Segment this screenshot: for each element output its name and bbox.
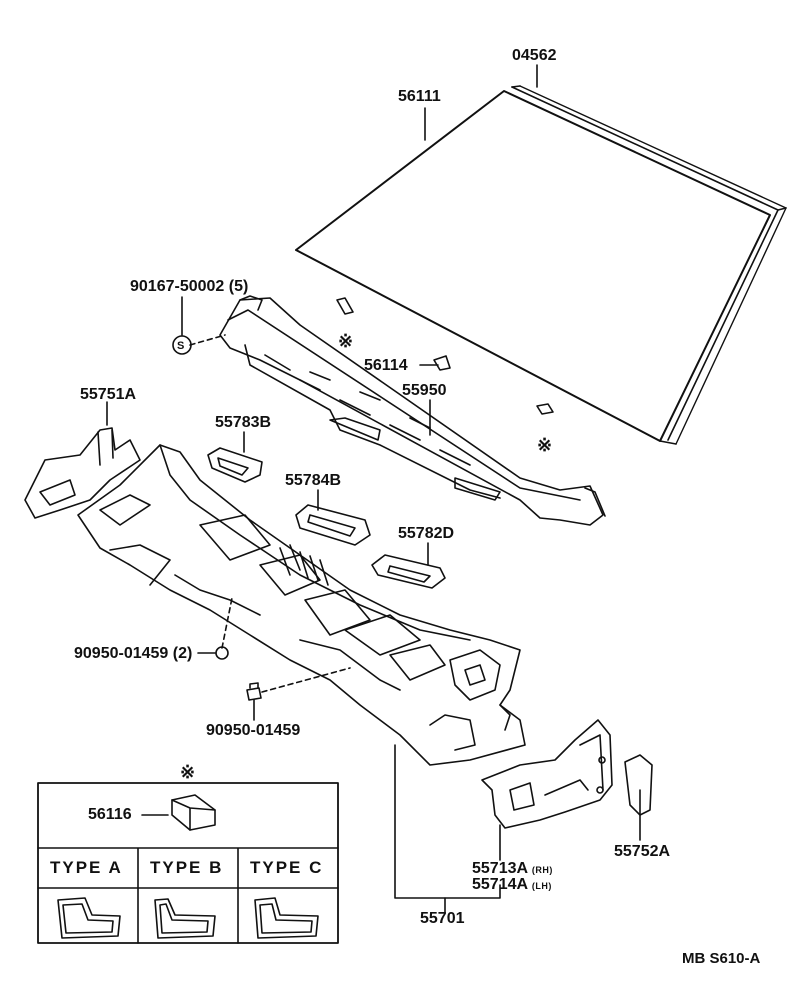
seal-55783B-inner	[218, 458, 248, 475]
clip-piece-right	[537, 404, 553, 414]
leader-plug-dash	[262, 668, 350, 692]
cowl-louver	[220, 296, 605, 525]
label-55714A-side: (LH)	[531, 881, 552, 891]
seal-55784B-inner	[308, 515, 355, 536]
label-55713A-side: (RH)	[531, 865, 553, 875]
plug-90950-top	[250, 683, 258, 688]
note-mark-icon: ※	[338, 331, 354, 351]
label-04562: 04562	[512, 47, 557, 64]
label-55752A: 55752A	[614, 843, 671, 860]
clip-56114	[434, 356, 450, 370]
label-56116: 56116	[88, 806, 132, 823]
leader-55701-bracket	[395, 745, 500, 898]
legend-box	[38, 783, 338, 943]
side-panel-left	[25, 428, 140, 518]
leader-grommet-dash	[222, 598, 232, 648]
label-56114: 56114	[364, 357, 408, 374]
seal-55782D	[372, 555, 445, 588]
windshield-glass	[296, 86, 786, 444]
label-55783B: 55783B	[215, 414, 272, 431]
label-90950-2: 90950-01459 (2)	[74, 645, 193, 662]
label-90950: 90950-01459	[206, 722, 301, 739]
clip-piece-top	[337, 298, 353, 314]
block-56116	[172, 795, 215, 830]
label-55950: 55950	[402, 382, 447, 399]
label-55713A: 55713A (RH)	[472, 860, 553, 877]
seal-55782D-inner	[388, 566, 430, 582]
legend-type-c: TYPE C	[250, 858, 324, 877]
seal-55783B	[208, 448, 262, 482]
note-mark-icon-legend: ※	[180, 762, 196, 782]
legend-type-b: TYPE B	[150, 858, 224, 877]
screw-symbol-circle	[173, 336, 191, 354]
figure-code: MB S610-A	[682, 950, 761, 967]
label-55751A: 55751A	[80, 386, 137, 403]
grommet-90950	[216, 647, 228, 659]
label-56111: 56111	[398, 88, 441, 105]
plug-90950	[247, 688, 261, 700]
label-55701: 55701	[420, 910, 465, 927]
pad-55752A	[625, 755, 652, 815]
screw-symbol-s: S	[177, 340, 185, 352]
leader-screw-dash	[190, 335, 225, 345]
legend-type-a: TYPE A	[50, 858, 123, 877]
type-b-shape	[155, 899, 215, 938]
seal-55784B	[296, 505, 370, 545]
note-mark-icon-right: ※	[537, 435, 553, 455]
type-a-shape	[58, 898, 120, 938]
label-55714A: 55714A (LH)	[472, 876, 552, 893]
type-c-shape	[255, 898, 318, 938]
cowl-panel	[78, 445, 525, 765]
side-panel-right	[482, 720, 612, 828]
label-90167: 90167-50002 (5)	[130, 278, 249, 295]
label-55784B: 55784B	[285, 472, 342, 489]
label-55782D: 55782D	[398, 525, 455, 542]
